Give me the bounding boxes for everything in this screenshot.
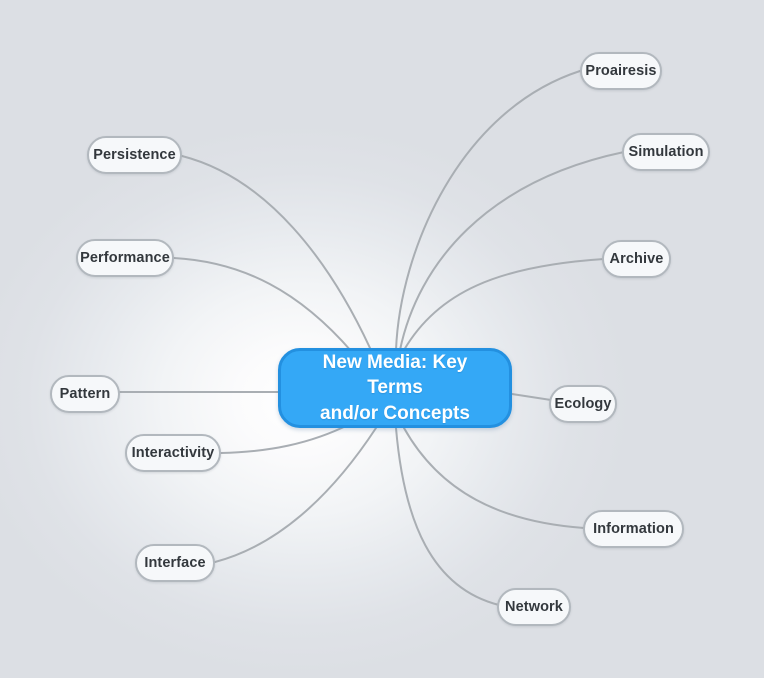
edge-to-network [395,427,500,606]
edge-to-performance [173,257,353,353]
branch-label-interface: Interface [144,554,206,571]
central-node-label: New Media: Key Terms and/or Concepts [320,352,470,424]
edge-to-interface [214,427,377,563]
edge-to-proairesis [395,70,581,351]
edge-to-ecology [511,393,552,401]
edge-to-persistence [181,155,371,349]
branch-node-archive[interactable]: Archive [602,240,671,278]
branch-node-performance[interactable]: Performance [76,239,174,277]
branch-label-proairesis: Proairesis [585,62,657,79]
branch-node-persistence[interactable]: Persistence [87,136,182,174]
branch-node-network[interactable]: Network [497,588,571,626]
branch-node-simulation[interactable]: Simulation [622,133,710,171]
branch-node-pattern[interactable]: Pattern [50,375,120,413]
branch-label-information: Information [593,520,674,537]
branch-label-performance: Performance [80,249,170,266]
branch-label-interactivity: Interactivity [131,444,215,461]
branch-label-simulation: Simulation [628,143,704,160]
edge-to-archive [403,258,605,351]
branch-label-pattern: Pattern [59,385,111,402]
edge-to-information [403,427,585,529]
branch-label-archive: Archive [609,250,664,267]
branch-label-network: Network [505,598,563,615]
branch-label-ecology: Ecology [554,395,612,412]
branch-node-ecology[interactable]: Ecology [549,385,617,423]
branch-node-information[interactable]: Information [583,510,684,548]
central-node[interactable]: New Media: Key Terms and/or Concepts [278,348,512,428]
branch-node-interactivity[interactable]: Interactivity [125,434,221,472]
branch-label-persistence: Persistence [93,146,176,163]
branch-node-interface[interactable]: Interface [135,544,215,582]
edge-to-interactivity [220,423,351,454]
branch-node-proairesis[interactable]: Proairesis [580,52,662,90]
edge-to-simulation [399,151,625,351]
